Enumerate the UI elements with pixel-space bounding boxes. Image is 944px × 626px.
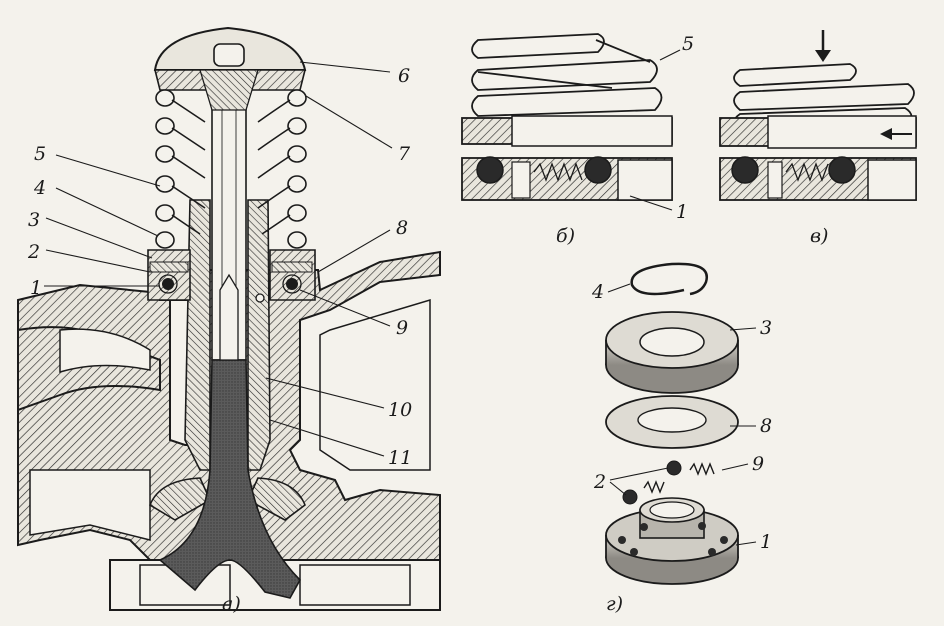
label-g-4: 4: [591, 281, 604, 303]
panel-v-rotator-compressed: в): [719, 30, 917, 247]
panel-b-spring: [471, 33, 663, 117]
spring-g-2: [689, 462, 715, 476]
ball-right: [286, 278, 298, 290]
label-a-10: 10: [388, 399, 412, 421]
label-g-8: 8: [760, 415, 772, 437]
valve-guide: [184, 199, 211, 471]
label-g-2: 2: [593, 471, 606, 493]
panel-g-exploded-view: 4 3 8 2 9: [591, 262, 772, 615]
panel-v-ball-1: [731, 156, 759, 184]
ball-g-2: [666, 460, 682, 476]
label-a-4: 4: [33, 177, 46, 199]
rotator-base-ring: [605, 497, 739, 585]
caption-g: г): [606, 593, 623, 615]
label-a-9: 9: [396, 317, 408, 339]
ball-g-1: [622, 489, 638, 505]
thrust-ring: [605, 311, 739, 394]
caption-b: б): [556, 225, 575, 247]
label-a-1: 1: [30, 277, 42, 299]
snap-ring: [630, 262, 709, 296]
label-g-1: 1: [760, 531, 772, 553]
spring-g-1: [643, 480, 665, 494]
rotation-arrow-icon: [880, 128, 892, 140]
force-arrow-icon: [815, 50, 831, 62]
label-a-8: 8: [396, 217, 408, 239]
valve-spring-right: [257, 89, 307, 249]
label-b-5: 5: [682, 33, 694, 55]
label-a-3: 3: [28, 209, 40, 231]
caption-a: а): [222, 593, 241, 615]
valve-spring-left: [155, 89, 206, 249]
label-a-7: 7: [398, 143, 411, 165]
panel-v-ball-2: [828, 156, 856, 184]
panel-b-ball-1: [476, 156, 504, 184]
ball-left: [162, 278, 174, 290]
panel-b-ball-2: [584, 156, 612, 184]
label-a-6: 6: [398, 65, 410, 87]
label-a-5: 5: [34, 143, 46, 165]
label-a-11: 11: [388, 447, 412, 469]
label-b-1: 1: [676, 201, 688, 223]
caption-v: в): [810, 225, 828, 247]
label-g-3: 3: [760, 317, 772, 339]
panel-b-rotator-detail: 5 1 б): [461, 33, 694, 247]
spring-washer: [605, 395, 739, 449]
label-a-2: 2: [27, 241, 40, 263]
panel-a-cross-section: 6 7 5 4 3 2 1 8 9 10 11 а): [17, 26, 441, 615]
label-g-9: 9: [752, 453, 764, 475]
